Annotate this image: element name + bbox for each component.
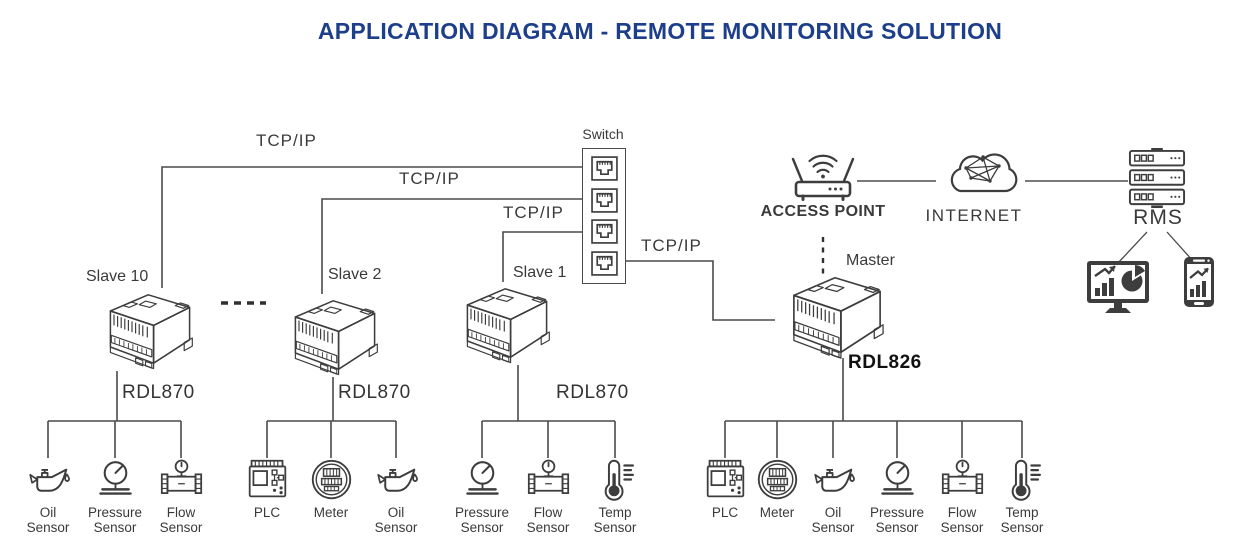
sensor-temp: Temp Sensor xyxy=(570,457,660,535)
sensor-plc: PLC xyxy=(680,457,770,520)
wire-switch-master xyxy=(624,260,775,321)
access-point-label: ACCESS POINT xyxy=(760,203,886,220)
tcpip-label-slave2: TCP/IP xyxy=(399,169,460,188)
switch-label: Switch xyxy=(582,126,624,142)
thermometer-icon xyxy=(593,457,638,502)
pressure-gauge-icon xyxy=(93,457,138,502)
sensor-flow: Flow Sensor xyxy=(503,457,593,535)
wire-rms-monitor xyxy=(1117,231,1148,264)
din-rail-device-icon xyxy=(96,283,204,375)
sensor-meter: Meter xyxy=(732,457,822,520)
oil-can-icon xyxy=(26,457,71,502)
ethernet-port-icon xyxy=(591,219,618,244)
bus-slave1 xyxy=(481,365,616,458)
pressure-gauge-icon xyxy=(875,457,920,502)
ethernet-port-icon xyxy=(591,251,618,276)
wifi-router-icon xyxy=(788,146,858,202)
sensor-pressure: Pressure Sensor xyxy=(852,457,942,535)
page-title: APPLICATION DIAGRAM - REMOTE MONITORING … xyxy=(317,18,1003,44)
sensor-label: Flow Sensor xyxy=(159,505,203,536)
sensor-flow: Flow Sensor xyxy=(917,457,1007,535)
tcpip-label-slave1: TCP/IP xyxy=(503,203,564,222)
sensor-label: PLC xyxy=(711,505,739,520)
master-name: Master xyxy=(846,252,895,269)
slave2-name: Slave 2 xyxy=(328,266,382,283)
sensor-label: Pressure Sensor xyxy=(87,505,143,536)
internet-cloud-icon xyxy=(938,145,1026,199)
thermometer-icon xyxy=(1000,457,1045,502)
master-model: RDL826 xyxy=(848,352,922,373)
sensor-label: Flow Sensor xyxy=(940,505,984,536)
sensor-oil: Oil Sensor xyxy=(788,457,878,535)
sensor-pressure: Pressure Sensor xyxy=(437,457,527,535)
flow-meter-icon xyxy=(159,457,204,502)
slave10-model: RDL870 xyxy=(122,382,195,403)
sensor-oil: Oil Sensor xyxy=(351,457,441,535)
sensor-oil: Oil Sensor xyxy=(3,457,93,535)
tcpip-label-master: TCP/IP xyxy=(641,236,702,255)
sensor-temp: Temp Sensor xyxy=(977,457,1067,535)
din-rail-device-icon xyxy=(772,266,902,364)
ethernet-port-icon xyxy=(591,156,618,181)
sensor-label: Pressure Sensor xyxy=(454,505,510,536)
tcpip-label-slave10: TCP/IP xyxy=(256,131,317,150)
oil-can-icon xyxy=(811,457,856,502)
oil-can-icon xyxy=(374,457,419,502)
din-rail-device-icon xyxy=(453,277,561,369)
sensor-label: Flow Sensor xyxy=(526,505,570,536)
din-rail-device-icon xyxy=(281,289,389,381)
sensor-flow: Flow Sensor xyxy=(136,457,226,535)
sensor-label: Oil Sensor xyxy=(374,505,418,536)
sensor-label: Meter xyxy=(759,505,795,520)
slave1-name: Slave 1 xyxy=(513,264,567,281)
sensor-plc: PLC xyxy=(222,457,312,520)
ethernet-port-icon xyxy=(591,188,618,213)
slave10-name: Slave 10 xyxy=(86,268,149,285)
sensor-label: Oil Sensor xyxy=(811,505,855,536)
internet-label: INTERNET xyxy=(925,206,1023,225)
monitor-dashboard-icon xyxy=(1086,260,1150,316)
sensor-label: Temp Sensor xyxy=(1000,505,1044,536)
plc-icon xyxy=(245,457,290,502)
sensor-label: Temp Sensor xyxy=(593,505,637,536)
energy-meter-icon xyxy=(309,457,354,502)
sensor-label: Pressure Sensor xyxy=(869,505,925,536)
switch xyxy=(582,148,626,284)
sensor-label: Oil Sensor xyxy=(26,505,70,536)
rms-label: RMS xyxy=(1133,206,1183,229)
sensor-meter: Meter xyxy=(286,457,376,520)
smartphone-dashboard-icon xyxy=(1183,256,1215,308)
server-stack-icon xyxy=(1128,148,1186,208)
slave1-model: RDL870 xyxy=(556,382,629,403)
sensor-label: Meter xyxy=(313,505,349,520)
flow-meter-icon xyxy=(526,457,571,502)
slave2-model: RDL870 xyxy=(338,382,411,403)
sensor-label: PLC xyxy=(253,505,281,520)
pressure-gauge-icon xyxy=(460,457,505,502)
sensor-pressure: Pressure Sensor xyxy=(70,457,160,535)
